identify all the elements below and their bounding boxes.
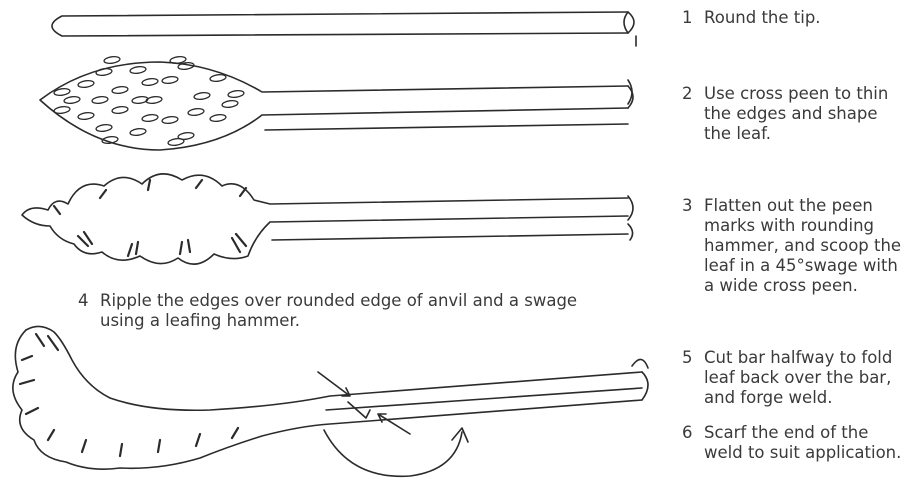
peen-mark bbox=[142, 78, 159, 87]
peen-mark bbox=[162, 76, 179, 85]
peen-mark bbox=[130, 128, 147, 137]
peen-mark bbox=[194, 92, 211, 101]
step-text: Cut bar halfway to fold leaf back over t… bbox=[704, 348, 911, 408]
stage-2-peened-leaf bbox=[40, 56, 633, 150]
stage-1-rounded-bar bbox=[52, 12, 636, 46]
step-text: Ripple the edges over rounded edge of an… bbox=[100, 291, 638, 331]
step-text: Round the tip. bbox=[704, 8, 821, 28]
peen-mark bbox=[142, 114, 159, 123]
step-number: 1 bbox=[682, 8, 704, 28]
peen-mark bbox=[188, 108, 205, 117]
peen-mark bbox=[54, 106, 71, 115]
peen-mark bbox=[96, 68, 113, 77]
peen-mark bbox=[168, 138, 185, 147]
step-number: 3 bbox=[682, 196, 704, 296]
step-number: 2 bbox=[682, 84, 704, 144]
step-number: 4 bbox=[78, 291, 100, 331]
step-number: 5 bbox=[682, 348, 704, 408]
peen-mark bbox=[222, 100, 239, 109]
peen-mark bbox=[104, 56, 121, 65]
step-number: 6 bbox=[682, 423, 704, 463]
step-text: Scarf the end of the weld to suit applic… bbox=[704, 423, 911, 463]
peen-mark bbox=[228, 90, 245, 99]
step-5: 5 Cut bar halfway to fold leaf back over… bbox=[682, 348, 911, 408]
peen-mark bbox=[112, 106, 129, 115]
peen-mark bbox=[130, 66, 147, 75]
step-1: 1 Round the tip. bbox=[682, 8, 821, 28]
step-text: Flatten out the peen marks with rounding… bbox=[704, 196, 911, 296]
peen-mark bbox=[64, 96, 81, 105]
step-6: 6 Scarf the end of the weld to suit appl… bbox=[682, 423, 911, 463]
stage-3-rippled-leaf bbox=[22, 174, 633, 264]
step-text: Use cross peen to thin the edges and sha… bbox=[704, 84, 911, 144]
peen-mark bbox=[92, 96, 109, 105]
step-2: 2 Use cross peen to thin the edges and s… bbox=[682, 84, 911, 144]
peen-mark bbox=[78, 80, 95, 89]
step-3: 3 Flatten out the peen marks with roundi… bbox=[682, 196, 911, 296]
peen-mark bbox=[78, 112, 95, 121]
peen-mark bbox=[162, 116, 179, 125]
peen-mark bbox=[210, 114, 227, 123]
step-4: 4 Ripple the edges over rounded edge of … bbox=[78, 291, 638, 331]
peen-mark bbox=[112, 86, 129, 95]
peen-mark bbox=[96, 124, 113, 133]
peen-mark bbox=[210, 74, 227, 83]
stage-5-folded-leaf bbox=[13, 326, 648, 476]
